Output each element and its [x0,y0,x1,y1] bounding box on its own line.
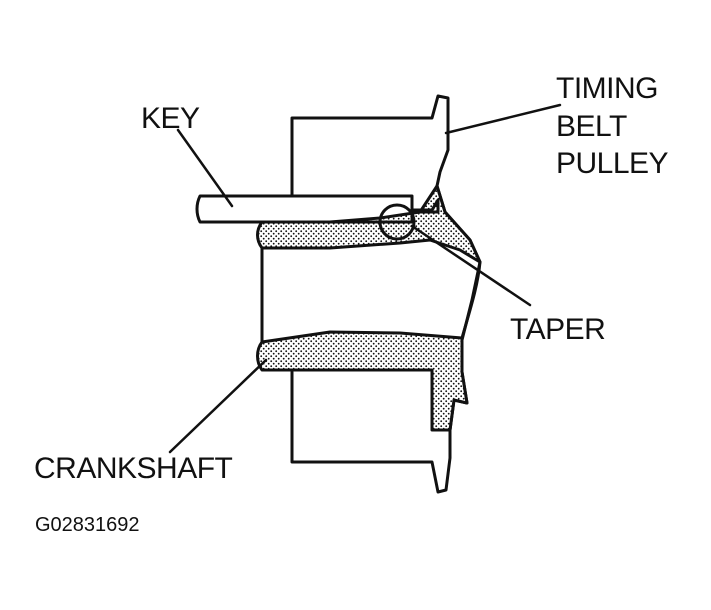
taper-circle [378,203,416,241]
key-label: KEY [141,102,200,135]
taper-leader-line [410,224,532,307]
taper-label: TAPER [510,313,605,346]
crankshaft-end-face [460,260,482,340]
figure-code-label: G02831692 [35,514,140,536]
timing-belt-pulley-leader-line [444,103,562,135]
pulley-housing-outline [290,94,482,494]
pulley-hub-lower [256,330,469,432]
timing-label-line3: PULLEY [556,147,669,180]
crankshaft-leader-line [168,358,268,454]
key-shape [195,194,440,224]
timing-label-line1: TIMING [556,72,658,105]
timing-label-line2: BELT [556,110,627,143]
crankshaft-label: CRANKSHAFT [34,452,233,485]
key-leader-line [176,128,234,208]
